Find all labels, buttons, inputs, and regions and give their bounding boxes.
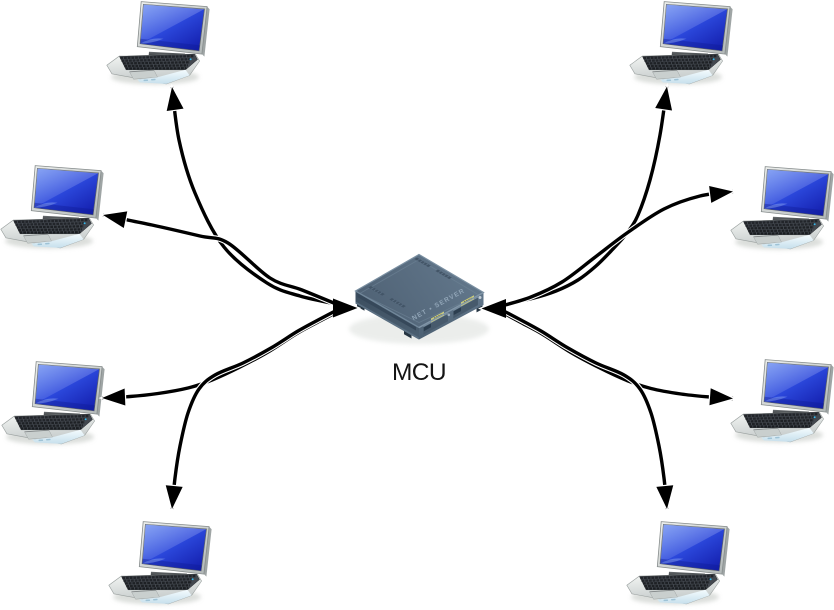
laptop-bottom-right bbox=[627, 522, 730, 605]
mcu-led bbox=[447, 313, 451, 317]
edge-bottom-right bbox=[496, 305, 676, 513]
mcu-foot bbox=[404, 330, 412, 339]
mcu-bevel-right bbox=[418, 291, 484, 329]
edge-mid-right-upper bbox=[497, 183, 737, 310]
mcu-top-rim bbox=[358, 258, 480, 323]
connection-arrows-layer bbox=[98, 83, 737, 513]
edge-bottom-left bbox=[163, 305, 343, 513]
laptop-bottom-left bbox=[109, 522, 212, 605]
mcu-bevel-left bbox=[355, 290, 420, 329]
edge-mid-left-upper bbox=[99, 209, 343, 309]
mcu-device: NET • SERVER bbox=[349, 253, 489, 344]
hub-arrowhead-right bbox=[481, 299, 506, 318]
laptop-mid-left-upper bbox=[1, 166, 104, 249]
mcu-port bbox=[423, 323, 431, 332]
laptop-mid-right-upper bbox=[731, 167, 834, 250]
mcu-port bbox=[453, 307, 461, 315]
edge-top-left bbox=[164, 83, 342, 308]
edge-mid-right-lower bbox=[496, 307, 737, 408]
hub-arrowhead-left bbox=[333, 298, 358, 318]
mcu-led bbox=[478, 296, 482, 299]
edge-top-right bbox=[497, 83, 675, 309]
laptop-mid-right-lower bbox=[731, 360, 834, 443]
laptop-mid-left-lower bbox=[2, 362, 105, 445]
laptop-top-left bbox=[107, 2, 210, 85]
hub-arrowheads-layer bbox=[333, 296, 506, 320]
mcu-left-lip bbox=[355, 301, 419, 340]
mcu-label: MCU bbox=[392, 359, 446, 386]
edge-mid-left-lower bbox=[98, 307, 343, 408]
laptop-top-right bbox=[630, 2, 733, 85]
mcu-left-groove bbox=[357, 293, 416, 331]
